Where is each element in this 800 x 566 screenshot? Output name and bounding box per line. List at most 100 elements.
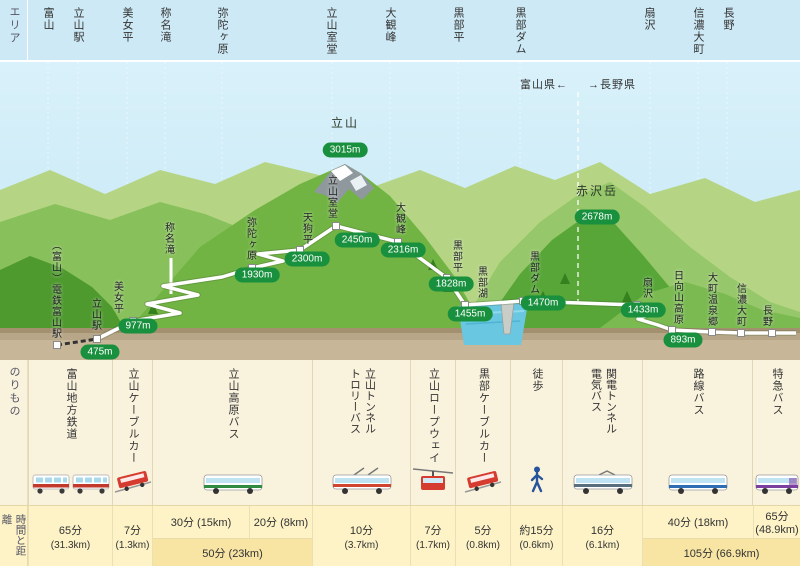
map-label-murodo: 立山室堂 bbox=[325, 175, 337, 219]
time-value: 5分 bbox=[474, 524, 492, 537]
area-header: エリア 富山 立山駅 美女平 称名滝 弥陀ヶ原 立山室堂 大観峰 黒部平 黒部ダ… bbox=[0, 0, 800, 62]
map-label-bijodaira: 美女平 bbox=[111, 281, 123, 314]
peak-name-tateyama: 立山 bbox=[330, 116, 360, 130]
mode-tateyama-cablecar: 立山ケーブルカー bbox=[112, 360, 152, 505]
map-label-kurobe-dam: 黒部ダム bbox=[527, 251, 539, 295]
transport-section: のりもの 富山地方鉄道 立山ケーブルカー bbox=[0, 360, 800, 505]
elevation-badge-tateyama-peak: 3015m bbox=[322, 142, 368, 158]
peak-name-akazawadake: 赤沢岳 bbox=[575, 184, 619, 198]
header-station-toyama: 富山 bbox=[42, 7, 54, 31]
elevation-badge-midagahara: 1930m bbox=[234, 267, 280, 283]
mode-kurobe-cablecar: 黒部ケーブルカー bbox=[455, 360, 510, 505]
time-group-buses: 40分 (18km) 65分 (48.9km) 105分 (66.9km) bbox=[642, 506, 800, 566]
mode-label: 立山ケーブルカー bbox=[127, 368, 139, 464]
cablecar-icon bbox=[114, 467, 152, 500]
summit-snow-icon-2 bbox=[350, 175, 367, 191]
tateyama-summit-rock bbox=[314, 164, 374, 203]
header-station-shomyodaki: 称名滝 bbox=[159, 7, 171, 43]
distance-value: (3.7km) bbox=[344, 539, 379, 551]
time-sidebar-label: 時間と距離 bbox=[0, 514, 27, 556]
time-value: 65分 bbox=[58, 524, 83, 537]
map-label-kurobeko: 黒部湖 bbox=[475, 266, 487, 299]
ground-mid-band bbox=[0, 333, 800, 340]
time-cell-electric-bus: 16分 (6.1km) bbox=[562, 506, 642, 566]
time-distance-section: 時間と距離 65分 (31.3km) 7分 (1.3km) 30分 (15km)… bbox=[0, 505, 800, 566]
mode-label: 徒歩 bbox=[531, 368, 543, 392]
train-icon bbox=[32, 471, 110, 500]
time-cell-cablecar: 7分 (1.3km) bbox=[112, 506, 152, 566]
vehicles-sidebar-label: のりもの bbox=[8, 366, 20, 418]
mode-express-bus: 特急バス bbox=[752, 360, 800, 505]
elevation-badge-bijodaira: 977m bbox=[118, 318, 158, 334]
header-station-ogizawa: 扇沢 bbox=[643, 7, 655, 31]
elevation-badge-kurobeko: 1455m bbox=[447, 306, 493, 322]
mode-kanden-tunnel-electric-bus: 関電トンネル電気バス bbox=[562, 360, 642, 505]
time-cell-walk: 約15分 (0.6km) bbox=[510, 506, 562, 566]
map-label-nagano: 長野 bbox=[760, 305, 772, 327]
mode-label: 立山高原バス bbox=[227, 368, 239, 440]
express-bus-icon bbox=[755, 471, 799, 500]
distance-value: (1.3km) bbox=[115, 539, 150, 551]
time-sidebar-cell: 時間と距離 bbox=[0, 506, 28, 566]
distance-value: (48.9km) bbox=[755, 524, 799, 536]
mode-toyama-chiho-railway: 富山地方鉄道 bbox=[28, 360, 112, 505]
time-cell-local-bus: 40分 (18km) bbox=[667, 517, 729, 529]
header-station-shinano-omachi: 信濃大町 bbox=[692, 7, 704, 55]
time-cell-ropeway: 7分 (1.7km) bbox=[410, 506, 455, 566]
ground-top-band bbox=[0, 328, 800, 333]
elevation-badge-daikanbo: 2316m bbox=[380, 242, 426, 258]
mode-label: 路線バス bbox=[692, 368, 704, 416]
header-station-midagahara: 弥陀ヶ原 bbox=[216, 7, 228, 55]
prefecture-label-nagano: →長野県 bbox=[588, 79, 636, 91]
cablecar-icon bbox=[464, 467, 502, 500]
map-label-ogizawa: 扇沢 bbox=[640, 277, 652, 299]
electric-bus-icon bbox=[573, 469, 633, 500]
mode-tateyama-highland-bus: 立山高原バス bbox=[152, 360, 312, 505]
summit-snow-icon bbox=[331, 165, 353, 181]
time-value: 16分 bbox=[590, 524, 615, 537]
map-label-tengudaira: 天狗平 bbox=[300, 212, 312, 245]
map-label-shinano-omachi: 信濃大町 bbox=[734, 283, 746, 327]
prefecture-label-toyama: 富山県← bbox=[520, 79, 568, 91]
header-station-nagano: 長野 bbox=[722, 7, 734, 31]
bus-icon bbox=[203, 471, 263, 500]
time-value: 7分 bbox=[123, 524, 142, 537]
elevation-badge-tateyama-sta: 475m bbox=[80, 344, 120, 360]
map-label-shomyodaki: 称名滝 bbox=[162, 222, 174, 255]
walking-person-icon bbox=[528, 465, 546, 500]
trolleybus-icon bbox=[332, 467, 392, 500]
time-value: 10分 bbox=[349, 524, 374, 537]
railway-line bbox=[56, 337, 98, 347]
header-station-kurobe-dam: 黒部ダム bbox=[514, 7, 526, 55]
elevation-badge-tengudaira: 2300m bbox=[284, 251, 330, 267]
ropeway-icon bbox=[412, 465, 454, 500]
elevation-badge-murodo: 2450m bbox=[334, 232, 380, 248]
time-cell-highland-bus-2: 20分 (8km) bbox=[249, 506, 312, 538]
map-label-daikanbo: 大観峰 bbox=[393, 202, 405, 235]
distance-value: (31.3km) bbox=[50, 539, 91, 551]
time-value: 7分 bbox=[424, 524, 442, 537]
mode-tateyama-tunnel-trolleybus: 立山トンネルトロリーバス bbox=[312, 360, 410, 505]
time-cell-trolleybus: 10分 (3.7km) bbox=[312, 506, 410, 566]
map-label-dentetsu-toyama: （富山）電鉄富山駅 bbox=[49, 240, 61, 339]
header-station-kurobedaira: 黒部平 bbox=[452, 7, 464, 43]
vehicles-sidebar-cell: のりもの bbox=[0, 360, 28, 505]
distance-value: (6.1km) bbox=[585, 539, 620, 551]
time-cell-kurobe-cablecar: 5分 (0.8km) bbox=[455, 506, 510, 566]
distance-value: (1.7km) bbox=[416, 539, 450, 551]
mode-tateyama-ropeway: 立山ロープウェイ bbox=[410, 360, 455, 505]
area-sidebar-cell: エリア bbox=[0, 0, 28, 60]
time-total-highland-bus: 50分 (23km) bbox=[153, 538, 312, 566]
map-label-midagahara: 弥陀ヶ原 bbox=[244, 217, 256, 261]
area-sidebar-label: エリア bbox=[8, 6, 20, 45]
mode-label: 特急バス bbox=[771, 368, 783, 416]
mode-label: 立山トンネルトロリーバス bbox=[348, 368, 376, 434]
elevation-badge-hinatayama: 893m bbox=[663, 332, 703, 348]
header-station-tateyama-sta: 立山駅 bbox=[72, 7, 84, 43]
time-total-buses: 105分 (66.9km) bbox=[643, 538, 800, 566]
mode-label: 黒部ケーブルカー bbox=[477, 368, 490, 464]
mode-label: 立山ロープウェイ bbox=[427, 368, 440, 464]
time-cell-railway: 65分 (31.3km) bbox=[28, 506, 112, 566]
elevation-badge-kurobe-dam: 1470m bbox=[520, 295, 566, 311]
